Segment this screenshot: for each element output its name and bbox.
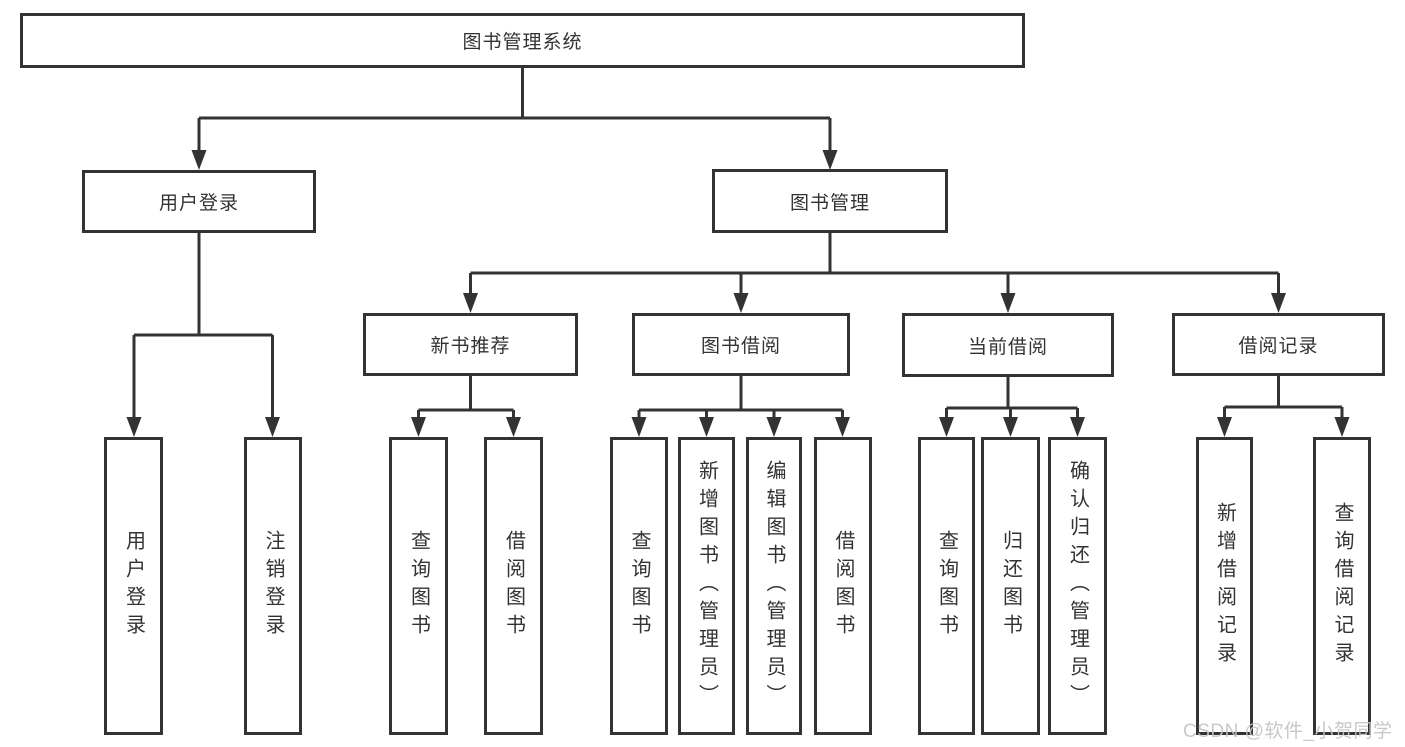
arrowhead (506, 417, 521, 437)
leaf-logout: 注销登录 (244, 437, 302, 735)
arrowhead (126, 417, 142, 437)
arrowhead (411, 417, 426, 437)
node-new-book-rec: 新书推荐 (363, 313, 578, 376)
arrowhead (1334, 417, 1350, 437)
arrowhead (1000, 293, 1016, 313)
connector-root-to-level2 (197, 68, 832, 152)
node-root: 图书管理系统 (20, 13, 1025, 68)
leaf-borrow-add-books-admin: 新增图书（管理员） (678, 437, 735, 735)
arrowhead (463, 293, 478, 313)
arrowhead (265, 417, 280, 437)
arrowhead (1271, 293, 1286, 313)
arrowhead (1070, 417, 1085, 437)
arrowhead (835, 417, 850, 437)
arrowhead (766, 417, 782, 437)
connector-new-book-rec-children (417, 376, 515, 419)
leaf-current-return-books: 归还图书 (981, 437, 1040, 735)
leaf-records-add-record: 新增借阅记录 (1196, 437, 1253, 735)
leaf-borrow-edit-books-admin: 编辑图书（管理员） (746, 437, 802, 735)
arrowhead (631, 417, 647, 437)
arrowhead (1003, 417, 1018, 437)
connector-book-borrow-children (637, 376, 844, 419)
node-borrow-records: 借阅记录 (1172, 313, 1385, 376)
leaf-newrec-query-books: 查询图书 (389, 437, 448, 735)
arrowhead (733, 293, 749, 313)
arrowheads (126, 150, 1350, 437)
leaf-current-query-books: 查询图书 (918, 437, 975, 735)
connector-current-borrow-children (945, 377, 1079, 419)
node-book-mgmt: 图书管理 (712, 169, 948, 233)
leaf-newrec-borrow-books: 借阅图书 (484, 437, 543, 735)
leaf-records-query-record: 查询借阅记录 (1313, 437, 1371, 735)
leaf-user-login: 用户登录 (104, 437, 163, 735)
node-current-borrow: 当前借阅 (902, 313, 1114, 377)
node-book-borrow: 图书借阅 (632, 313, 850, 376)
leaf-borrow-query-books: 查询图书 (610, 437, 668, 735)
leaf-borrow-borrow-books: 借阅图书 (814, 437, 872, 735)
arrowhead (699, 417, 714, 437)
node-user-login: 用户登录 (82, 170, 316, 233)
leaf-current-confirm-return-admin: 确认归还（管理员） (1048, 437, 1107, 735)
arrowhead (191, 150, 207, 170)
arrowhead (1217, 417, 1232, 437)
connector-book-mgmt-children (469, 232, 1280, 295)
arrowhead (822, 150, 838, 170)
connector-borrow-records-children (1223, 376, 1344, 419)
watermark: CSDN @软件_小贺同学 (1183, 721, 1393, 742)
arrowhead (939, 417, 954, 437)
connector-user-login-children (132, 233, 274, 419)
